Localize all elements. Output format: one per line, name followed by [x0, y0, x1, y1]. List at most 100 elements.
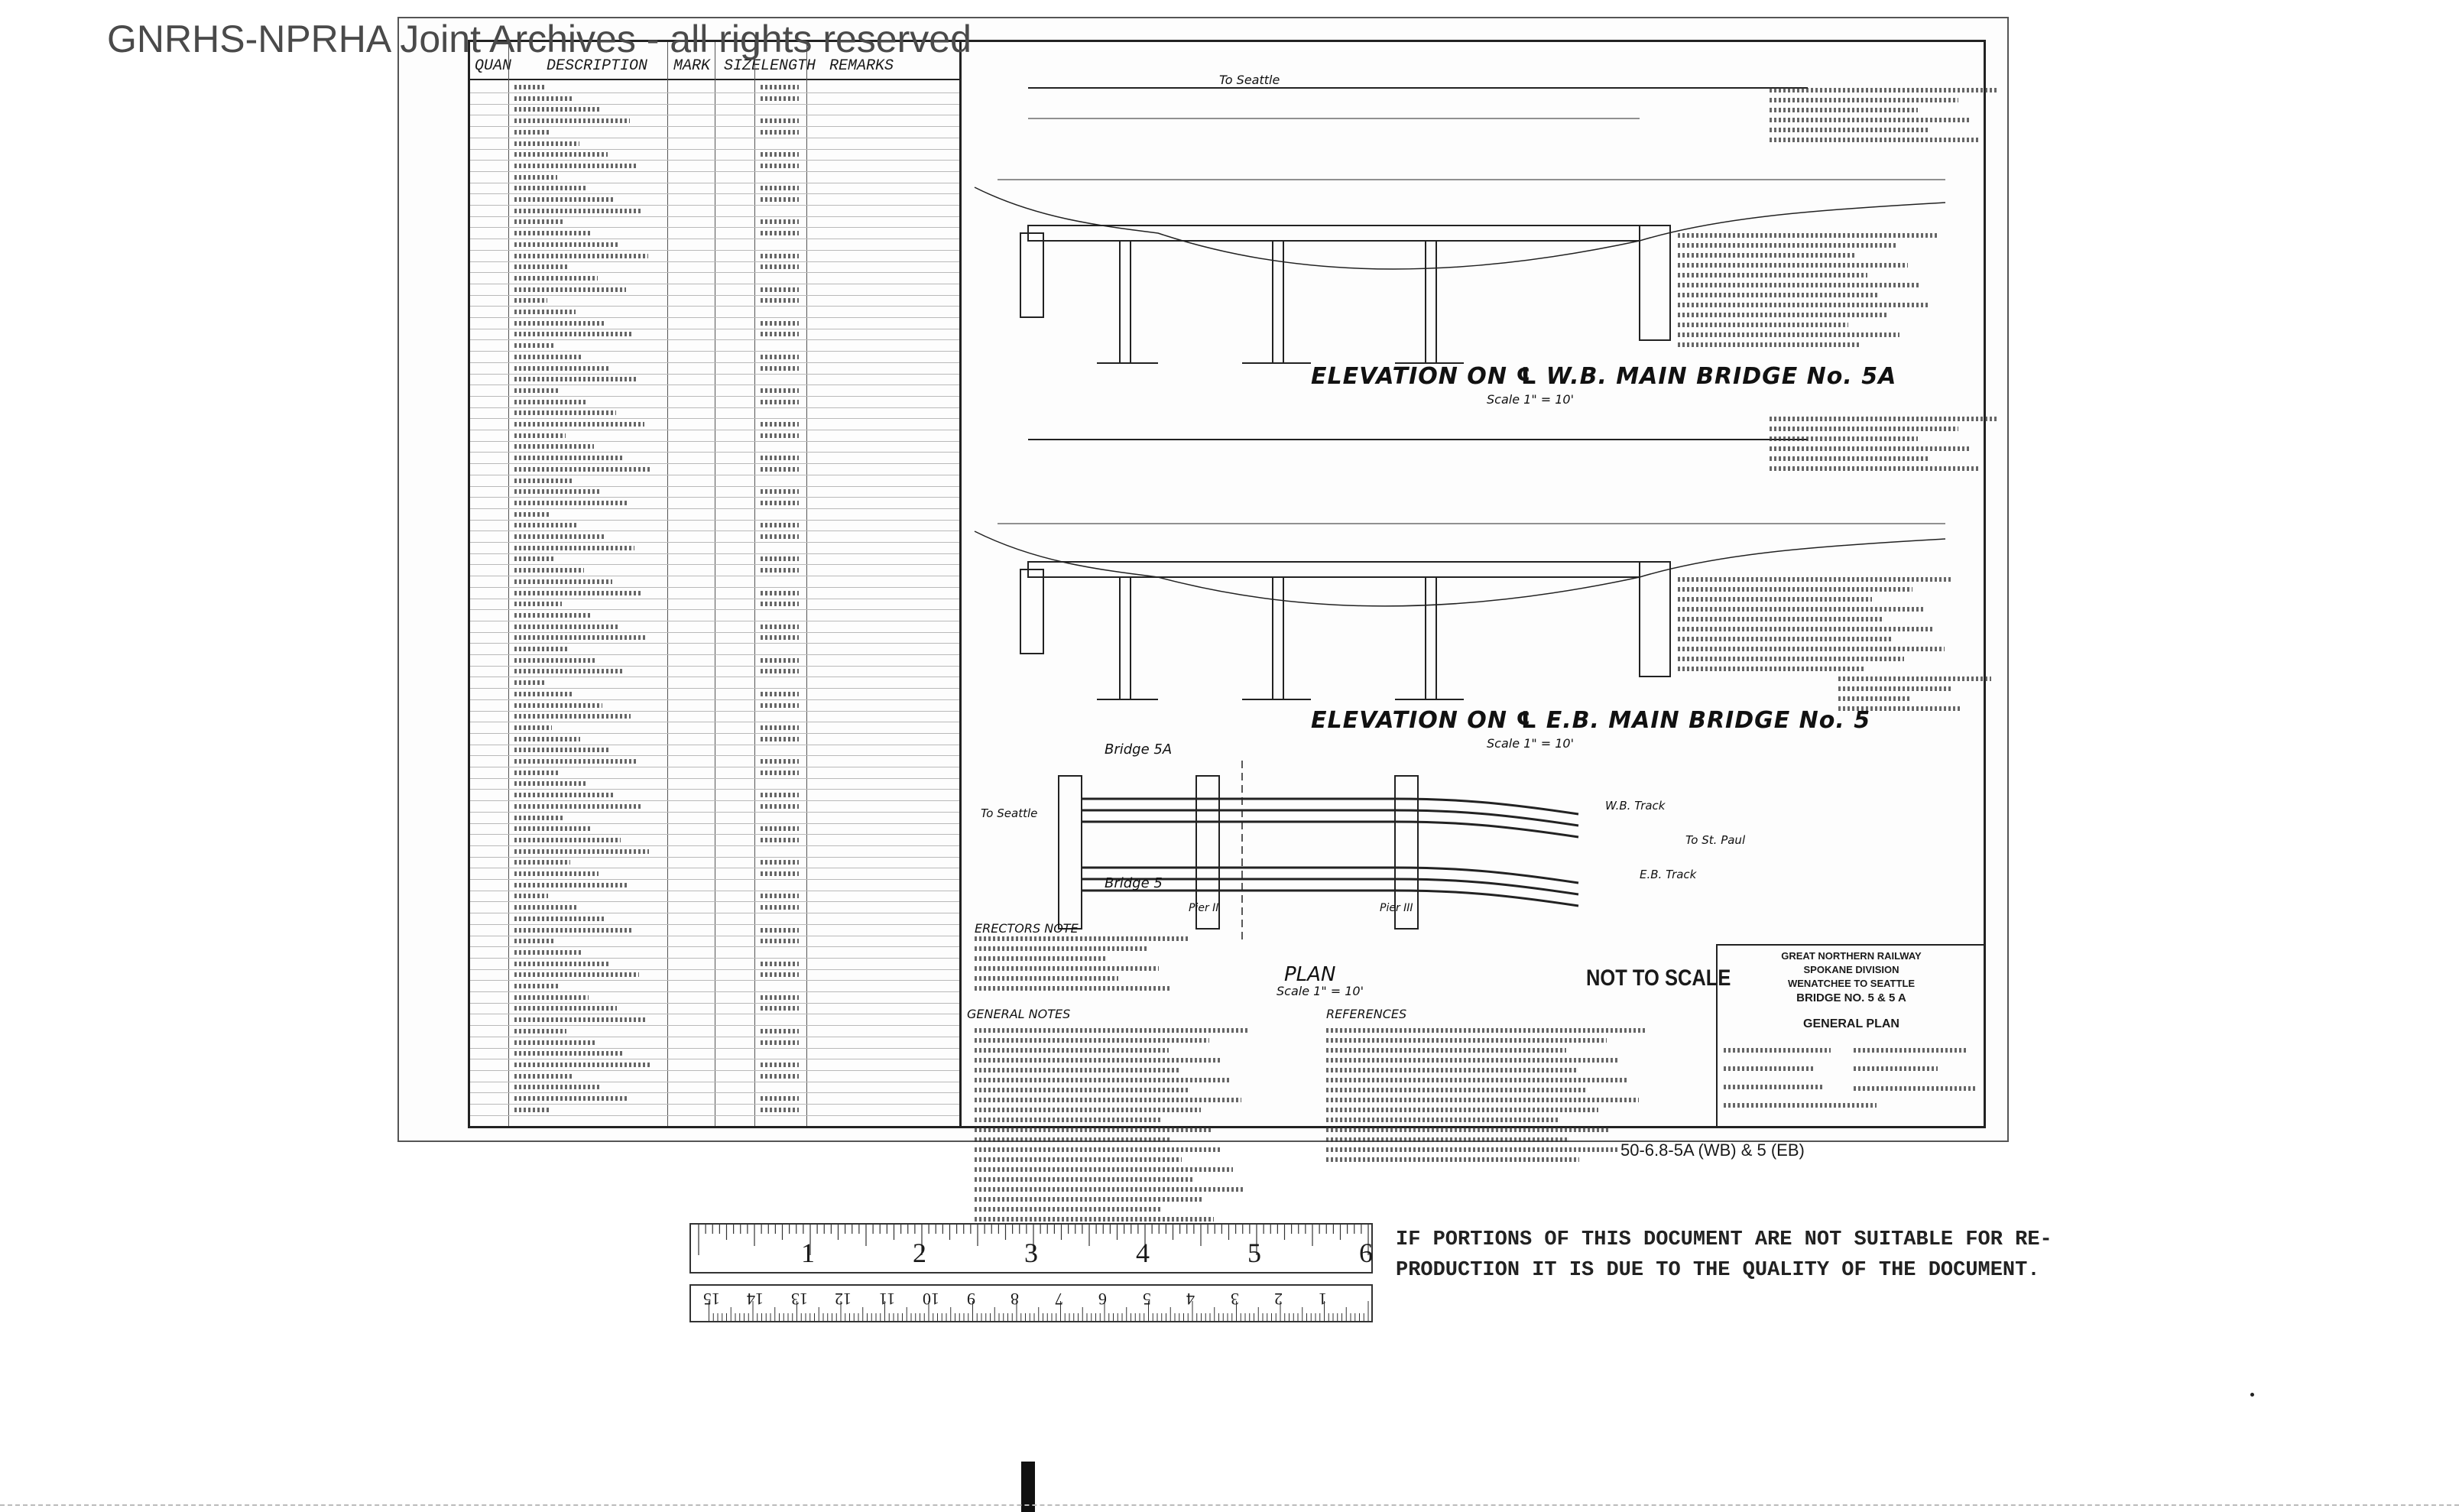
handwritten-entry: [514, 85, 545, 89]
not-to-scale-stamp: NOT TO SCALE: [1586, 965, 1731, 991]
handwritten-entry: [514, 994, 589, 1000]
handwritten-entry: [761, 972, 799, 978]
title-division: SPOKANE DIVISION: [1803, 964, 1899, 975]
handwritten-entry: [761, 894, 799, 899]
general-notes-heading: GENERAL NOTES: [967, 1007, 1071, 1021]
handwritten-entry: [514, 1028, 566, 1033]
handwritten-entry: [514, 320, 604, 326]
handwritten-note-line: [1838, 686, 1951, 691]
handwritten-entry: [514, 500, 628, 505]
bridge-5-label: Bridge 5: [1105, 875, 1163, 891]
handwritten-entry: [514, 624, 618, 629]
handwritten-entry: [514, 410, 616, 416]
ruler-inch-number: 6: [1359, 1238, 1373, 1268]
table-row: [470, 1014, 959, 1027]
bom-col-divider: [754, 42, 755, 1126]
handwritten-note-line: [1326, 1098, 1639, 1102]
drawing-border: QUAN DESCRIPTION MARK SIZE LENGTH REMARK…: [468, 40, 1999, 1241]
handwritten-entry: [761, 534, 799, 539]
bom-header-quan: QUAN: [475, 57, 512, 75]
handwritten-note-line: [1678, 577, 1953, 582]
handwritten-entry: [761, 354, 799, 359]
elevation-5a-scale: Scale 1" = 10': [1487, 392, 1575, 407]
handwritten-note-line: [975, 1128, 1212, 1132]
handwritten-entry: [514, 310, 576, 314]
handwritten-entry: [761, 602, 799, 607]
handwritten-entry: [761, 826, 799, 832]
ruler-cm-number: 12: [835, 1290, 852, 1309]
handwritten-entry: [761, 905, 799, 910]
handwritten-entry: [514, 264, 569, 270]
pier-iii-label: Pier III: [1380, 902, 1413, 914]
handwritten-entry: [761, 264, 799, 270]
handwritten-entry: [514, 287, 626, 292]
handwritten-entry: [761, 759, 799, 764]
ruler-inch-number: 5: [1247, 1238, 1261, 1268]
handwritten-entry: [761, 927, 799, 933]
handwritten-entry: [761, 1096, 799, 1101]
handwritten-note-line: [1678, 323, 1848, 327]
table-row: [470, 307, 959, 318]
handwritten-entry: [514, 972, 639, 978]
handwritten-entry: [761, 860, 799, 865]
handwritten-entry: [761, 118, 799, 124]
bom-header-row: QUAN DESCRIPTION MARK SIZE LENGTH REMARK…: [470, 53, 959, 80]
table-row: [470, 947, 959, 959]
handwritten-note-line: [1326, 1038, 1607, 1043]
handwritten-note-line: [1770, 446, 1969, 451]
table-row: [470, 790, 959, 802]
bom-header-size: SIZE: [724, 57, 761, 75]
ruler-inch-number: 3: [1024, 1238, 1038, 1268]
handwritten-note-line: [975, 946, 1148, 951]
handwritten-entry: [761, 332, 799, 337]
table-row: [470, 902, 959, 914]
handwritten-note-line: [1326, 1068, 1577, 1072]
handwritten-entry: [514, 556, 556, 562]
table-row: [470, 857, 959, 869]
handwritten-entry: [514, 422, 644, 427]
table-row: [470, 329, 959, 341]
handwritten-entry: [761, 635, 799, 641]
table-row: [470, 1105, 959, 1116]
drawing-sheet: QUAN DESCRIPTION MARK SIZE LENGTH REMARK…: [397, 17, 2009, 1241]
table-row: [470, 868, 959, 880]
handwritten-entry: [514, 388, 560, 393]
handwritten-entry: [761, 253, 799, 258]
table-row: [470, 722, 959, 734]
handwritten-note-line: [975, 956, 1108, 961]
handwritten-entry: [514, 736, 580, 741]
handwritten-note-line: [975, 1058, 1220, 1063]
handwritten-entry: [514, 219, 563, 225]
notice-line-1: IF PORTIONS OF THIS DOCUMENT ARE NOT SUI…: [1396, 1228, 2052, 1251]
handwritten-entry: [761, 939, 799, 944]
table-row: [470, 655, 959, 667]
bom-header-description: DESCRIPTION: [547, 57, 648, 75]
ruler-cm-number: 5: [1142, 1290, 1151, 1309]
to-seattle-label: To Seattle: [1219, 73, 1280, 87]
table-row: [470, 239, 959, 251]
handwritten-entry: [761, 871, 799, 876]
table-row: [470, 397, 959, 408]
table-row: [470, 104, 959, 116]
handwritten-note-line: [1770, 456, 1929, 461]
handwritten-entry: [514, 803, 643, 809]
handwritten-entry: [761, 837, 799, 842]
handwritten-note-line: [975, 1118, 1160, 1122]
table-row: [470, 520, 959, 532]
handwritten-entry: [514, 691, 574, 696]
table-row: [470, 475, 959, 487]
elevation-5-title: ELEVATION ON ℄ E.B. MAIN BRIDGE No. 5: [1311, 707, 1871, 734]
ruler-inch-number: 1: [801, 1238, 815, 1268]
handwritten-entry: [761, 152, 799, 157]
handwritten-entry: [761, 523, 799, 528]
handwritten-entry: [514, 984, 560, 988]
ruler-cm-number: 2: [1274, 1290, 1283, 1309]
bridge-drawings: [974, 87, 1946, 944]
ruler-cm-number: 4: [1186, 1290, 1195, 1309]
handwritten-entry: [761, 702, 799, 708]
table-row: [470, 1071, 959, 1082]
handwritten-entry: [761, 287, 799, 292]
handwritten-entry: [514, 770, 558, 775]
